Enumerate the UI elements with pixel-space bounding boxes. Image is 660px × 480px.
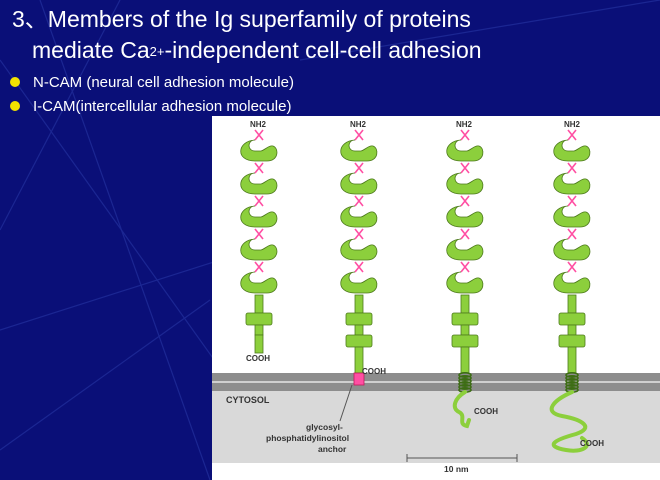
scale-bar-label: 10 nm [444, 464, 469, 474]
linker-segment [255, 163, 263, 173]
ig-domain-loop [341, 173, 377, 194]
linker-segment [355, 262, 363, 272]
stalk-segment [568, 347, 576, 373]
ig-domain-loop [554, 272, 590, 293]
slide-title: 3、Members of the Ig superfamily of prote… [12, 4, 652, 66]
bullet-text: N-CAM (neural cell adhesion molecule) [33, 74, 294, 91]
stem-block [246, 313, 272, 325]
bullet-list: N-CAM (neural cell adhesion molecule) I-… [10, 70, 294, 118]
stem-block [559, 335, 585, 347]
anchor-label-line-3: anchor [318, 444, 347, 454]
nh2-label: NH2 [456, 120, 473, 129]
stem-block [559, 313, 585, 325]
stalk-segment [255, 335, 263, 353]
ig-domain-loop [447, 239, 483, 260]
anchor-label-line-2: phosphatidylinositol [266, 433, 349, 443]
linker-segment [255, 130, 263, 140]
linker-segment [568, 163, 576, 173]
title-superscript: 2+ [150, 44, 165, 59]
linker-segment [255, 262, 263, 272]
linker-segment [355, 163, 363, 173]
title-text-before: mediate Ca [32, 37, 150, 63]
title-text-after: -independent cell-cell adhesion [164, 37, 481, 63]
bullet-dot-icon [10, 101, 20, 111]
cooh-label: COOH [474, 407, 498, 416]
membrane-outer-layer [212, 373, 660, 381]
linker-segment [568, 229, 576, 239]
bullet-item: I-CAM(intercellular adhesion molecule) [10, 94, 294, 118]
ig-domain-loop [241, 239, 277, 260]
linker-segment [255, 229, 263, 239]
linker-segment [568, 262, 576, 272]
bullet-item: N-CAM (neural cell adhesion molecule) [10, 70, 294, 94]
ig-domain-loop [241, 272, 277, 293]
ig-domain-loop [341, 239, 377, 260]
stalk-segment [255, 295, 263, 313]
bullet-dot-icon [10, 77, 20, 87]
stalk-segment [461, 347, 469, 373]
stem-block [452, 335, 478, 347]
ig-domain-loop [447, 173, 483, 194]
cytosol-label: CYTOSOL [226, 395, 270, 405]
cytosol-region [212, 391, 660, 463]
ig-domain-loop [341, 140, 377, 161]
bullet-text: I-CAM(intercellular adhesion molecule) [33, 98, 291, 115]
ig-domain-loop [341, 206, 377, 227]
ig-domain-loop [447, 140, 483, 161]
nh2-label: NH2 [250, 120, 267, 129]
ig-domain-loop [447, 206, 483, 227]
ig-superfamily-figure: NH2 NH2 NH2 NH2 COOH COOH COOH COOH CYTO… [212, 116, 660, 480]
linker-segment [461, 196, 469, 206]
linker-segment [355, 196, 363, 206]
linker-segment [255, 196, 263, 206]
ig-domain-loop [241, 173, 277, 194]
linker-segment [568, 196, 576, 206]
linker-segment [461, 163, 469, 173]
stalk-segment [355, 295, 363, 313]
linker-segment [355, 229, 363, 239]
ig-figure-drawing: NH2 NH2 NH2 NH2 COOH COOH COOH COOH CYTO… [212, 116, 660, 480]
linker-segment [461, 229, 469, 239]
stalk-segment [568, 325, 576, 335]
stalk-segment [568, 295, 576, 313]
stem-block [346, 335, 372, 347]
stalk-segment [461, 295, 469, 313]
linker-segment [461, 130, 469, 140]
stalk-segment [355, 325, 363, 335]
ig-domain-loop [554, 239, 590, 260]
ig-domain-loop [341, 272, 377, 293]
cooh-label: COOH [580, 439, 604, 448]
membrane-gap [212, 381, 660, 383]
title-line-2: mediate Ca2+-independent cell-cell adhes… [12, 35, 652, 66]
ig-domain-loop [241, 206, 277, 227]
stem-block [346, 313, 372, 325]
stalk-segment [255, 325, 263, 335]
cooh-label: COOH [362, 367, 386, 376]
ig-domain-loop [554, 206, 590, 227]
ig-domain-loop [554, 173, 590, 194]
membrane-inner-layer [212, 383, 660, 391]
anchor-label-line-1: glycosyl- [306, 422, 343, 432]
title-line-1: 3、Members of the Ig superfamily of prote… [12, 4, 652, 35]
linker-segment [568, 130, 576, 140]
nh2-label: NH2 [350, 120, 367, 129]
stem-block [452, 313, 478, 325]
ig-domain-loop [554, 140, 590, 161]
ig-domain-loop [241, 140, 277, 161]
stalk-segment [461, 325, 469, 335]
linker-segment [461, 262, 469, 272]
nh2-label: NH2 [564, 120, 581, 129]
linker-segment [355, 130, 363, 140]
cooh-label: COOH [246, 354, 270, 363]
ig-domain-loop [447, 272, 483, 293]
